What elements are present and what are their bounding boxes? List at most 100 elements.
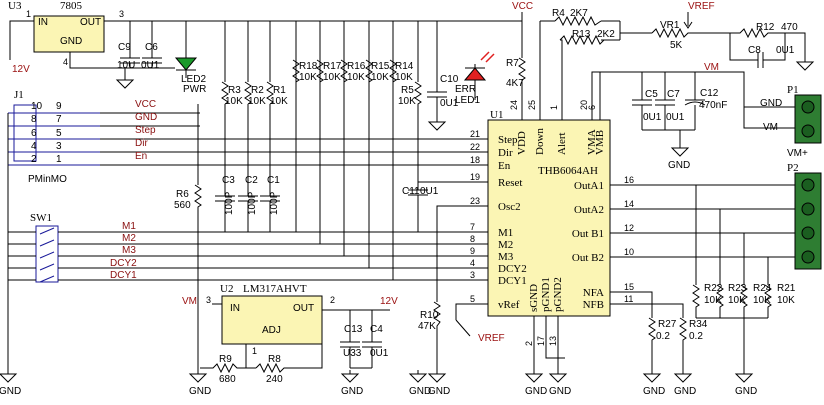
c10-ref: C10 bbox=[440, 74, 459, 85]
motor-output-wires bbox=[610, 184, 795, 258]
c7-capacitor[interactable] bbox=[655, 72, 675, 130]
u3-pin4: 4 bbox=[63, 57, 68, 67]
vm-bus bbox=[591, 71, 795, 129]
r6-ref: R6 bbox=[176, 189, 189, 200]
c11-capacitor[interactable] bbox=[408, 182, 428, 232]
r18-ref: R18 bbox=[299, 61, 318, 72]
r17-val: 10K bbox=[323, 72, 341, 83]
c6-capacitor[interactable] bbox=[142, 21, 162, 68]
vr1-potentiometer[interactable] bbox=[619, 21, 710, 40]
snubber-resistors[interactable] bbox=[692, 284, 772, 370]
c2-ref: C2 bbox=[245, 175, 258, 186]
sw1-levers bbox=[39, 227, 55, 283]
c11-ref: C11 bbox=[402, 186, 420, 197]
u1-pin-name-5: vRef bbox=[498, 299, 520, 311]
u1-pin-num-10: 10 bbox=[624, 247, 634, 257]
c2-capacitor[interactable] bbox=[238, 104, 258, 232]
r4-resistor[interactable] bbox=[554, 15, 602, 27]
gnd-label: GND bbox=[735, 386, 757, 397]
c10-capacitor[interactable] bbox=[427, 21, 447, 131]
u1-pin-name-21: Step bbox=[498, 134, 518, 146]
sw1-dip-switch[interactable] bbox=[35, 225, 59, 283]
p1-vm: VM bbox=[763, 122, 778, 133]
c12-capacitor[interactable] bbox=[642, 72, 706, 131]
led2-wires bbox=[176, 21, 196, 78]
j1-connector[interactable] bbox=[13, 104, 37, 162]
r34-ref: R34 bbox=[689, 319, 708, 330]
r5-resistor[interactable] bbox=[414, 81, 422, 182]
u1-pin-name-16: OutA1 bbox=[574, 180, 604, 192]
gnd-symbol-r12 bbox=[795, 61, 815, 71]
gnd-label: GND bbox=[189, 386, 211, 397]
c1-capacitor[interactable] bbox=[260, 104, 280, 232]
c9-ref: C9 bbox=[118, 42, 131, 53]
j1-pin-10: 10 bbox=[31, 101, 43, 112]
r16-ref: R16 bbox=[347, 61, 366, 72]
u3-regulator-body[interactable] bbox=[33, 15, 105, 53]
r13-val: 2K2 bbox=[597, 29, 615, 40]
r7-resistor[interactable] bbox=[518, 21, 526, 95]
r5-val: 10K bbox=[398, 96, 416, 107]
j1-pin-2: 2 bbox=[31, 154, 37, 165]
r21-ref: R21 bbox=[777, 283, 796, 294]
r6-resistor[interactable] bbox=[194, 104, 202, 370]
u1-pin-name-20: VMA bbox=[586, 129, 598, 155]
j1-ref: J1 bbox=[14, 89, 24, 101]
gnd-symbol-caps bbox=[670, 130, 690, 157]
r3-r2-r1-resistors[interactable] bbox=[221, 81, 274, 105]
vref-top-label: VREF bbox=[688, 1, 715, 12]
r9-val: 680 bbox=[219, 374, 236, 385]
r13-resistor[interactable] bbox=[559, 34, 605, 46]
c5-capacitor[interactable] bbox=[632, 72, 652, 130]
c13-c4-capacitors[interactable] bbox=[340, 310, 382, 369]
c5-val: 0U1 bbox=[643, 112, 662, 123]
u1-pin-name-9: M3 bbox=[498, 251, 514, 263]
j1-part: PMinMO bbox=[28, 174, 67, 185]
r34-resistor[interactable] bbox=[610, 303, 687, 370]
r15-ref: R15 bbox=[371, 61, 390, 72]
led1-diode[interactable] bbox=[463, 67, 487, 81]
u1-pin-num-2: 2 bbox=[524, 341, 534, 346]
r12-resistor[interactable] bbox=[710, 27, 806, 62]
c8-capacitor[interactable] bbox=[729, 33, 786, 68]
j1-pin-6: 6 bbox=[31, 128, 37, 139]
r10-resistor[interactable] bbox=[433, 205, 488, 370]
r12-ref: R12 bbox=[756, 22, 775, 33]
r9-resistor[interactable] bbox=[200, 362, 246, 374]
p1-ref: P1 bbox=[787, 84, 799, 96]
u1-pin-num-17: 17 bbox=[536, 336, 546, 346]
led1-ref: LED1 bbox=[455, 95, 480, 106]
u1-pin-num-4: 4 bbox=[470, 258, 475, 268]
r27-resistor[interactable] bbox=[610, 291, 656, 370]
sw1-ref: SW1 bbox=[30, 212, 52, 224]
u2-pin-out: OUT bbox=[293, 303, 314, 314]
j1-pin-lines bbox=[8, 112, 100, 166]
p1-gnd: GND bbox=[760, 98, 782, 109]
r10-ref: R10 bbox=[420, 310, 439, 321]
u1-pin-num-1: 1 bbox=[549, 105, 559, 110]
j1-net-step: Step bbox=[135, 125, 156, 136]
r24-ref: R24 bbox=[753, 283, 772, 294]
gnd-symbol bbox=[673, 370, 693, 383]
u2-regulator-body[interactable] bbox=[221, 295, 323, 345]
led2-diode[interactable] bbox=[174, 57, 198, 71]
u1-pin-num-5: 5 bbox=[470, 294, 475, 304]
r8-resistor[interactable] bbox=[255, 310, 323, 374]
gnd-symbol bbox=[524, 370, 544, 383]
p2-screw-1 bbox=[801, 178, 815, 192]
r18-r14-resistors[interactable] bbox=[292, 59, 397, 83]
r14-ref: R14 bbox=[395, 61, 414, 72]
net-12v-u2: 12V bbox=[380, 296, 398, 307]
u1-pin-name-25: Down bbox=[534, 128, 546, 155]
p1-vmplus: VM+ bbox=[787, 148, 808, 159]
c9-capacitor[interactable] bbox=[120, 21, 140, 68]
c3-capacitor[interactable] bbox=[215, 104, 235, 232]
u1-pin-name-4: DCY2 bbox=[498, 263, 527, 275]
u1-driver-chip[interactable] bbox=[487, 119, 611, 317]
u2-part: LM317AHVT bbox=[243, 283, 307, 295]
p2-screw-2 bbox=[801, 202, 815, 216]
r23-ref: R23 bbox=[728, 283, 747, 294]
gnd-symbol bbox=[188, 370, 208, 383]
r15-val: 10K bbox=[371, 72, 389, 83]
u1-pin-name-18: En bbox=[498, 160, 511, 172]
